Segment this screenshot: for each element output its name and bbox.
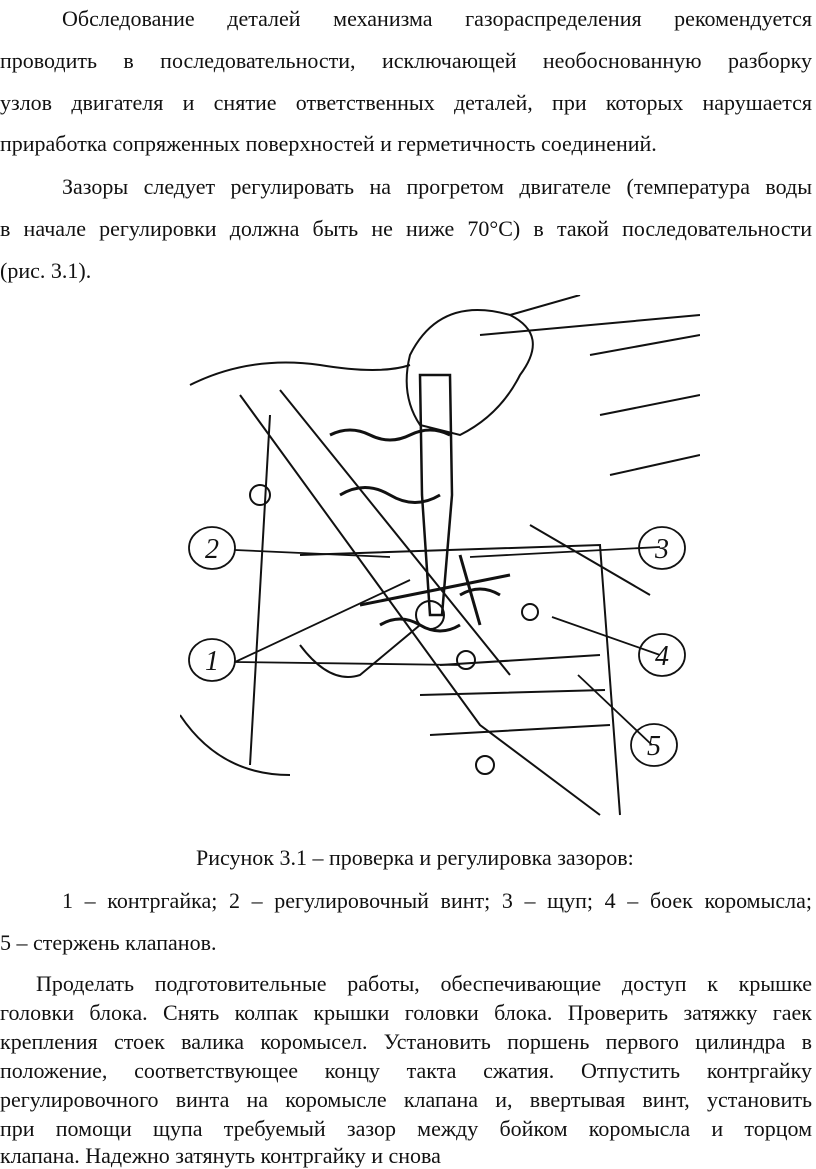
text-line: Обследование деталей механизма газораспр…	[62, 6, 812, 31]
callouts	[188, 526, 686, 767]
valve-adjustment-illustration: 1 2 3 4 5	[180, 295, 700, 816]
text-line: приработка сопряженных поверхностей и ге…	[0, 131, 657, 156]
text-line: в начале регулировки должна быть не ниже…	[0, 216, 812, 241]
text-line: крепления стоек валика коромысел. Устано…	[0, 1029, 812, 1054]
text-line: головки блока. Снять колпак крышки голов…	[0, 1000, 812, 1025]
callout-4: 4	[655, 641, 669, 672]
callout-5: 5	[647, 731, 661, 762]
figure-legend-line: 1 – контргайка; 2 – регулировочный винт;…	[62, 888, 812, 913]
callout-1: 1	[205, 646, 219, 677]
engine-sketch	[180, 295, 700, 816]
callout-3: 3	[654, 534, 669, 565]
text-line: проводить в последовательности, исключаю…	[0, 48, 812, 73]
text-line: узлов двигателя и снятие ответственных д…	[0, 90, 812, 115]
text-line: регулировочного винта на коромысле клапа…	[0, 1087, 812, 1112]
text-line: Проделать подготовительные работы, обесп…	[36, 971, 812, 996]
callout-2: 2	[205, 534, 219, 565]
figure-caption: Рисунок 3.1 – проверка и регулировка заз…	[196, 845, 634, 870]
text-line: (рис. 3.1).	[0, 258, 92, 283]
figure-legend-line: 5 – стержень клапанов.	[0, 930, 217, 955]
text-line: при помощи щупа требуемый зазор между бо…	[0, 1116, 812, 1141]
text-line: клапана. Надежно затянуть контргайку и с…	[0, 1143, 441, 1168]
text-line: положение, соответствующее концу такта с…	[0, 1058, 812, 1083]
text-line: Зазоры следует регулировать на прогретом…	[62, 174, 812, 199]
